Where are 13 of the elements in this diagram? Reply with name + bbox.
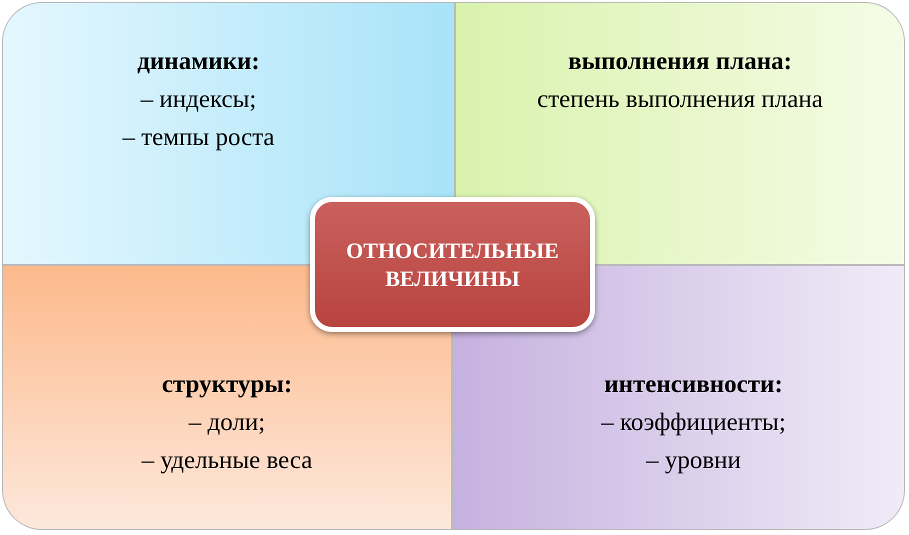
central-title: ОТНОСИТЕЛЬНЫЕ ВЕЛИЧИНЫ bbox=[345, 236, 560, 292]
category-heading: интенсивности: bbox=[604, 370, 783, 400]
central-title-box bbox=[310, 197, 595, 332]
category-heading: динамики: bbox=[137, 47, 260, 77]
description-text: степень выполнения плана bbox=[537, 85, 823, 115]
description-text: – удельные веса bbox=[142, 446, 312, 476]
category-heading: выполнения плана: bbox=[568, 47, 792, 77]
category-heading: структуры: bbox=[162, 370, 292, 400]
description-text: – уровни bbox=[646, 446, 741, 476]
description-text: – доли; bbox=[188, 408, 266, 438]
description-text: – коэффициенты; bbox=[601, 408, 786, 438]
description-text: – индексы; bbox=[140, 85, 256, 115]
description-text: – темпы роста bbox=[122, 123, 275, 153]
